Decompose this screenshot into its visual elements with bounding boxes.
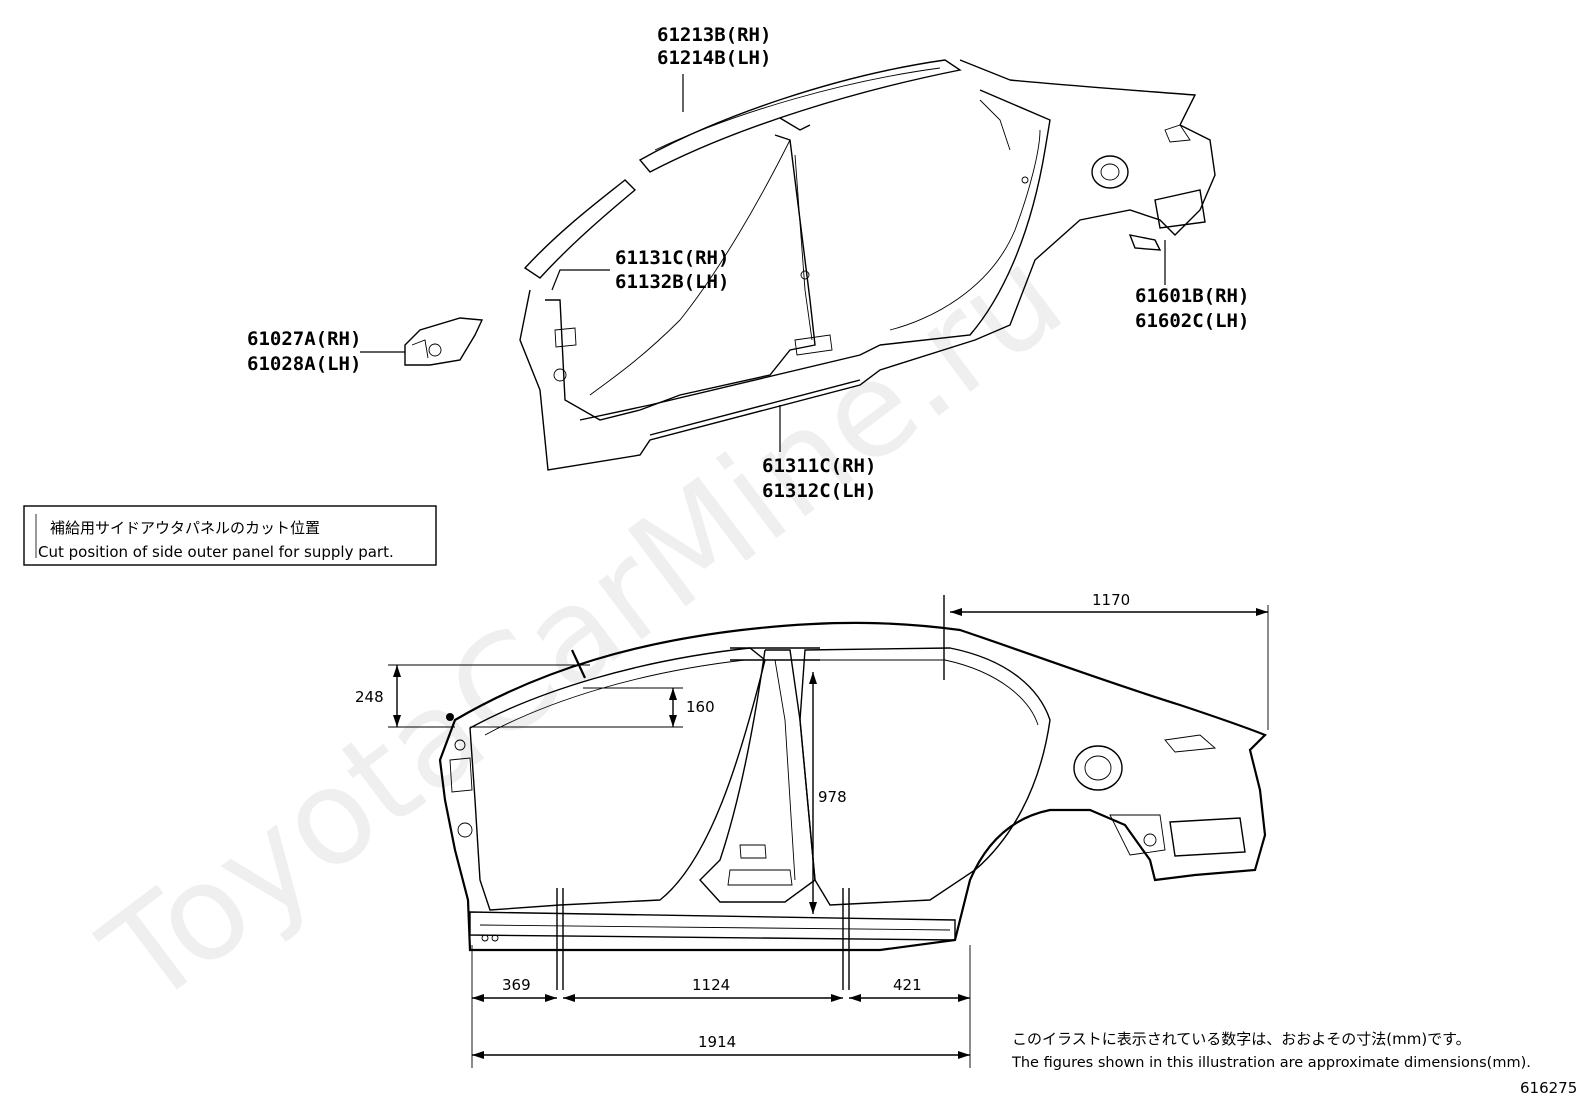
side-outer-panel-part	[519, 59, 1216, 471]
part-label-rocker-panel-lh: 61312C(LH)	[762, 480, 876, 502]
dim-1170: 1170	[1092, 591, 1130, 609]
dim-1914: 1914	[698, 1033, 736, 1051]
note-en: The figures shown in this illustration a…	[1011, 1055, 1531, 1071]
dim-160: 160	[686, 698, 715, 716]
cowl-bracket-part	[404, 317, 484, 366]
dim-978: 978	[818, 788, 847, 806]
figure-id: 616275	[1520, 1079, 1577, 1097]
part-label-rocker-panel-rh: 61311C(RH)	[762, 455, 876, 477]
part-label-roof-rail-lh: 61214B(LH)	[657, 47, 771, 69]
dim-248: 248	[355, 688, 384, 706]
part-label-quarter-panel-rh: 61601B(RH)	[1135, 285, 1249, 307]
legend-en: Cut position of side outer panel for sup…	[38, 543, 394, 561]
dim-1124: 1124	[692, 976, 730, 994]
part-label-roof-rail-rh: 61213B(RH)	[657, 24, 771, 46]
part-label-quarter-panel-lh: 61602C(LH)	[1135, 310, 1249, 332]
exploded-side-panel-view: 61213B(RH) 61214B(LH) 61131C(RH) 61132B(…	[247, 24, 1249, 502]
dim-369: 369	[502, 976, 531, 994]
dim-421: 421	[893, 976, 922, 994]
note-jp: このイラストに表示されている数字は、おおよその寸法(mm)です。	[1012, 1030, 1471, 1048]
part-label-front-pillar-rh: 61131C(RH)	[615, 247, 729, 269]
cut-line-a-pillar	[571, 649, 586, 679]
part-label-cowl-bracket-lh: 61028A(LH)	[247, 353, 361, 375]
roof-side-rail-part	[638, 59, 962, 173]
front-pillar-part	[523, 179, 637, 279]
dimensioned-side-view: 1170 248 160 978 369 1124	[355, 591, 1269, 1068]
legend-box: 補給用サイドアウタパネルのカット位置 Cut position of side …	[23, 505, 437, 566]
part-label-front-pillar-lh: 61132B(LH)	[615, 271, 729, 293]
part-label-cowl-bracket-rh: 61027A(RH)	[247, 328, 361, 350]
legend-jp: 補給用サイドアウタパネルのカット位置	[50, 519, 320, 537]
leader-front-pillar	[551, 269, 610, 291]
